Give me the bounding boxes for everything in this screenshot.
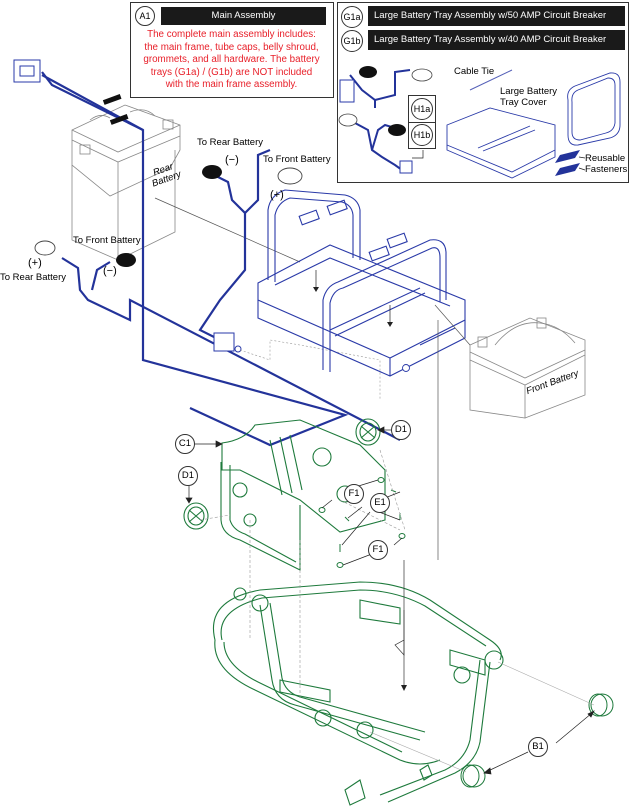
inset-harness-h1a bbox=[349, 69, 411, 108]
note-line: grommets, and all hardware. The battery bbox=[143, 54, 320, 65]
arrow-head bbox=[401, 685, 407, 691]
upper-negative-label: (−) bbox=[225, 154, 239, 166]
lower-negative-label: (−) bbox=[103, 265, 117, 277]
positive-terminal-upper bbox=[277, 167, 303, 185]
upper-positive-label: (+) bbox=[270, 189, 284, 201]
leader-line bbox=[434, 304, 471, 346]
main-frame bbox=[213, 581, 504, 806]
note-line: trays (G1a) / (G1b) are NOT included bbox=[150, 66, 313, 78]
inset-positive-terminal bbox=[338, 113, 358, 127]
arrow-head bbox=[387, 322, 393, 327]
upper-to-front-battery-label: To Front Battery bbox=[263, 154, 331, 165]
belly-shroud bbox=[220, 419, 386, 571]
lower-positive-label: (+) bbox=[28, 257, 42, 269]
main-assembly-note: The complete main assembly includes: the… bbox=[131, 29, 332, 92]
callout-a1[interactable]: A1 bbox=[135, 6, 155, 26]
leader-line bbox=[412, 150, 424, 159]
arrow-head bbox=[313, 287, 319, 292]
note-line: the main frame, tube caps, belly shroud, bbox=[144, 41, 319, 53]
tray-assembly-50amp: Large Battery Tray Assembly w/50 AMP Cir… bbox=[368, 6, 625, 26]
callout-c1[interactable]: C1 bbox=[175, 434, 195, 454]
callout-h1a[interactable]: H1a bbox=[411, 98, 433, 120]
dashed-guide bbox=[497, 661, 595, 706]
negative-terminal-upper bbox=[202, 165, 222, 179]
lower-to-front-battery-label: To Front Battery bbox=[73, 235, 141, 246]
inset-negative-terminal bbox=[359, 66, 377, 78]
main-assembly-panel: A1 Main Assembly The complete main assem… bbox=[130, 2, 334, 98]
label-line: Fasteners bbox=[585, 164, 628, 175]
rear-battery bbox=[71, 104, 181, 261]
negative-terminal-lower bbox=[116, 253, 136, 267]
callout-f1-upper[interactable]: F1 bbox=[344, 484, 364, 504]
leader-line bbox=[154, 197, 301, 263]
wire-harness bbox=[41, 71, 401, 447]
battery-tray-panel: G1a Large Battery Tray Assembly w/50 AMP… bbox=[337, 2, 629, 183]
callout-d1-left[interactable]: D1 bbox=[178, 466, 198, 486]
fastener-strip bbox=[555, 150, 580, 163]
fastener-strip bbox=[102, 94, 122, 105]
inset-circuit-breaker bbox=[399, 160, 413, 174]
callout-f1-lower[interactable]: F1 bbox=[368, 540, 388, 560]
callout-g1a[interactable]: G1a bbox=[341, 6, 363, 28]
lower-to-rear-battery-label: To Rear Battery bbox=[0, 272, 66, 283]
callout-e1[interactable]: E1 bbox=[370, 493, 390, 513]
fastener-strip bbox=[555, 163, 580, 176]
cable-tie-label: Cable Tie bbox=[454, 66, 495, 77]
grommet-left bbox=[183, 502, 209, 530]
fastener-strip bbox=[109, 114, 129, 125]
main-assembly-title: Main Assembly bbox=[161, 7, 326, 25]
circuit-breaker bbox=[213, 332, 242, 353]
leader-line bbox=[578, 167, 586, 171]
leader-line bbox=[394, 560, 405, 656]
callout-g1b[interactable]: G1b bbox=[341, 30, 363, 52]
tray-cover-label: Large Battery Tray Cover bbox=[500, 86, 557, 108]
cable-tie bbox=[469, 69, 513, 91]
dashed-guide bbox=[369, 731, 467, 773]
inset-tray-cover bbox=[446, 107, 556, 179]
callout-b1[interactable]: B1 bbox=[528, 737, 548, 757]
callout-d1-right[interactable]: D1 bbox=[391, 420, 411, 440]
label-line: Tray Cover bbox=[500, 97, 547, 108]
battery-tray bbox=[257, 189, 466, 377]
inset-strap bbox=[567, 72, 621, 146]
inset-negative-terminal bbox=[388, 124, 406, 136]
harness-callout-box: H1a H1b bbox=[408, 95, 436, 149]
tube-cap-lower bbox=[460, 764, 486, 788]
callout-h1b[interactable]: H1b bbox=[411, 124, 433, 146]
positive-terminal-lower bbox=[34, 240, 56, 256]
grommet-right bbox=[355, 418, 381, 446]
connector-plug bbox=[13, 59, 41, 83]
tray-assembly-40amp: Large Battery Tray Assembly w/40 AMP Cir… bbox=[368, 30, 625, 50]
label-line: Large Battery bbox=[500, 86, 558, 97]
label-line: Reusable bbox=[585, 153, 626, 164]
dashed-guides bbox=[199, 449, 406, 700]
upper-to-rear-battery-label: To Rear Battery bbox=[197, 137, 263, 148]
tray-screw bbox=[402, 364, 410, 372]
inset-connector bbox=[339, 79, 355, 103]
tube-cap-upper bbox=[588, 693, 614, 717]
reusable-fasteners-label: Reusable Fasteners bbox=[585, 153, 627, 175]
note-line: with the main frame assembly. bbox=[165, 79, 298, 90]
divider bbox=[409, 122, 435, 123]
front-battery bbox=[469, 317, 586, 419]
leader-line bbox=[578, 156, 586, 159]
note-line: The complete main assembly includes: bbox=[147, 29, 316, 40]
inset-positive-terminal bbox=[411, 68, 433, 82]
